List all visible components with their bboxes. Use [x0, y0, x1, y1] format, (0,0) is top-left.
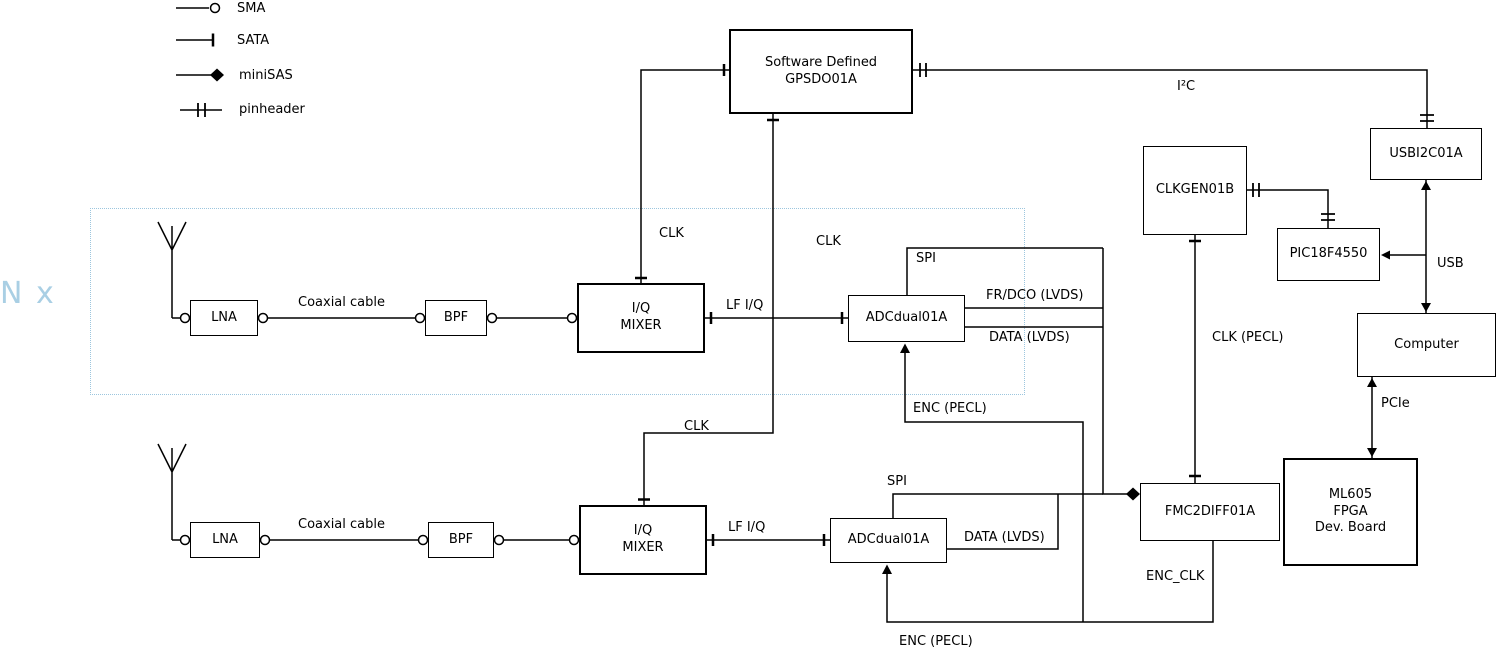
wire-i2c: [913, 63, 1434, 128]
wire-coax-2: [259, 534, 429, 546]
box-iq-mixer-1: I/Q MIXER: [577, 283, 705, 353]
label-clk-gpsdo: CLK: [816, 234, 841, 249]
wire-coax-1: [257, 312, 426, 324]
wire-lf-iq-1: [705, 312, 848, 324]
label-clk-pecl: CLK (PECL): [1212, 330, 1284, 345]
legend-sata-icon: [176, 33, 215, 47]
pinheader-connector-icon: [919, 63, 1434, 122]
label-data-lvds-1: DATA (LVDS): [989, 330, 1070, 345]
label-spi-1: SPI: [916, 251, 936, 266]
sma-connector-icon: [417, 534, 429, 546]
sma-connector-icon: [493, 534, 505, 546]
wire-clkgen-pic: [1247, 183, 1335, 228]
arrowhead-icon: [1381, 250, 1390, 260]
replication-count-label: N x: [0, 276, 56, 311]
antenna-icon: [157, 443, 187, 540]
wire-clk-gpsdo-mixer-2: [638, 114, 779, 505]
legend-label-sata: SATA: [237, 33, 270, 48]
label-coaxial-cable-1: Coaxial cable: [298, 295, 385, 310]
box-computer: Computer: [1357, 313, 1496, 377]
replicated-chain-region: [90, 208, 1025, 395]
label-lf-iq-1: LF I/Q: [726, 298, 764, 313]
box-lna-2: LNA: [190, 522, 260, 558]
sata-connector-icon: [638, 118, 779, 501]
box-lna-1: LNA: [190, 300, 258, 336]
wire-pcie: [1367, 377, 1377, 458]
sata-connector-icon: [1189, 239, 1201, 478]
label-clk-mixer-2: CLK: [684, 419, 709, 434]
wire-spi-2: [892, 493, 1103, 518]
label-usb: USB: [1437, 256, 1464, 271]
wire-spi-1: [906, 247, 1103, 295]
wire-enc-2: [882, 541, 1214, 623]
legend-label-minisas: miniSAS: [239, 68, 293, 83]
wire-enc-1: [900, 343, 1084, 622]
label-enc-pecl-2: ENC (PECL): [899, 634, 973, 649]
box-iq-mixer-2: I/Q MIXER: [579, 505, 707, 575]
legend-minisas-icon: [176, 68, 224, 82]
wire-antenna-feed-1: [172, 312, 191, 324]
box-bpf-1: BPF: [425, 300, 487, 336]
arrowhead-icon: [882, 564, 892, 574]
box-pic18f4550: PIC18F4550: [1277, 228, 1380, 281]
box-bpf-2: BPF: [428, 522, 494, 558]
box-fmc2diff01a: FMC2DIFF01A: [1140, 483, 1280, 541]
arrowhead-icon: [1367, 378, 1377, 387]
box-ml605: ML605 FPGA Dev. Board: [1283, 458, 1418, 566]
label-coaxial-cable-2: Coaxial cable: [298, 517, 385, 532]
box-usbi2c01a: USBI2C01A: [1370, 128, 1482, 180]
antenna-icon: [157, 221, 187, 318]
wire-data-2: [947, 494, 1059, 550]
wire-bpf-mixer-1: [486, 312, 578, 324]
label-data-lvds-2: DATA (LVDS): [964, 530, 1045, 545]
wire-lf-iq-2: [707, 534, 830, 546]
wire-antenna-feed-2: [172, 534, 191, 546]
wire-minisas-trunk: [1102, 248, 1140, 501]
sma-connector-icon: [179, 534, 191, 546]
minisas-connector-icon: [1126, 487, 1140, 501]
legend-pinheader-icon: [180, 103, 222, 117]
label-lf-iq-2: LF I/Q: [728, 520, 766, 535]
wire-usb: [1381, 180, 1431, 313]
label-pcie: PCIe: [1381, 396, 1410, 411]
sma-connector-icon: [259, 534, 271, 546]
sma-connector-icon: [486, 312, 498, 324]
label-frdco-lvds: FR/DCO (LVDS): [986, 288, 1084, 303]
box-adcdual01a-1: ADCdual01A: [848, 295, 965, 342]
pinheader-connector-icon: [1252, 183, 1335, 221]
arrowhead-icon: [1421, 181, 1431, 190]
wire-bpf-mixer-2: [493, 534, 580, 546]
legend-sma-icon: [176, 2, 221, 14]
sma-connector-icon: [568, 534, 580, 546]
arrowhead-icon: [900, 343, 910, 353]
sata-connector-icon: [709, 312, 844, 324]
arrowhead-icon: [1421, 303, 1431, 312]
wire-clk-pecl: [1189, 235, 1201, 483]
label-spi-2: SPI: [887, 474, 907, 489]
label-clk-mixer-1: CLK: [659, 226, 684, 241]
wire-clk-mixer-1: [635, 64, 729, 283]
label-enc-pecl-1: ENC (PECL): [913, 401, 987, 416]
legend-label-pinheader: pinheader: [239, 102, 305, 117]
box-gpsdo: Software Defined GPSDO01A: [729, 29, 913, 114]
box-clkgen01b: CLKGEN01B: [1143, 146, 1247, 235]
sma-connector-icon: [414, 312, 426, 324]
label-enc-clk: ENC_CLK: [1146, 569, 1205, 584]
legend-label-sma: SMA: [237, 1, 266, 16]
sata-connector-icon: [635, 64, 726, 280]
box-adcdual01a-2: ADCdual01A: [830, 518, 947, 563]
label-i2c: I²C: [1177, 79, 1196, 94]
sma-connector-icon: [566, 312, 578, 324]
arrowhead-icon: [1367, 448, 1377, 457]
sata-connector-icon: [711, 534, 826, 546]
sma-connector-icon: [257, 312, 269, 324]
sma-connector-icon: [179, 312, 191, 324]
